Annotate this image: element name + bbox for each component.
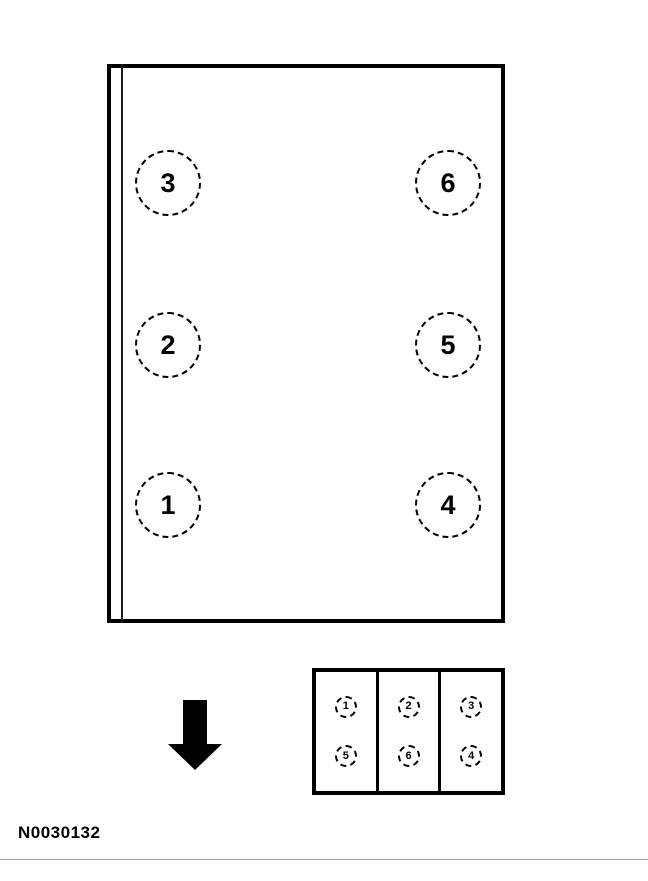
coil-tower-number: 4 [468,749,475,762]
coil-pack-column-3: 3 4 [438,672,501,791]
cylinder-left-bottom: 1 [135,472,201,538]
arrow-down-icon [168,700,222,770]
coil-tower: 1 [334,695,357,718]
figure-caption: N0030132 [18,823,101,842]
cylinder-number: 3 [160,167,176,198]
coil-tower-number: 2 [405,700,412,713]
cylinder-number: 1 [160,489,176,520]
coil-tower: 4 [460,745,483,768]
coil-tower-number: 6 [405,749,412,762]
coil-tower-number: 5 [342,749,349,762]
coil-tower: 6 [397,745,420,768]
cylinder-left-top: 3 [135,150,201,216]
coil-tower: 2 [397,695,420,718]
coil-pack-column-1: 1 5 [316,672,376,791]
cylinder-right-middle: 5 [415,312,481,378]
cylinder-number: 5 [440,329,456,360]
coil-pack-box: 1 5 2 6 3 4 [312,668,505,795]
cylinder-number: 2 [160,329,176,360]
cylinder-number: 6 [440,167,456,198]
coil-tower: 5 [334,745,357,768]
cylinder-right-bottom: 4 [415,472,481,538]
cylinder-bank-divider [121,64,123,623]
cylinder-left-middle: 2 [135,312,201,378]
cylinder-right-top: 6 [415,150,481,216]
coil-pack-column-2: 2 6 [375,672,439,791]
coil-tower-number: 1 [342,700,349,713]
coil-tower: 3 [460,695,483,718]
footer-divider [0,859,648,860]
cylinder-number: 4 [440,489,456,520]
coil-tower-number: 3 [468,700,475,713]
